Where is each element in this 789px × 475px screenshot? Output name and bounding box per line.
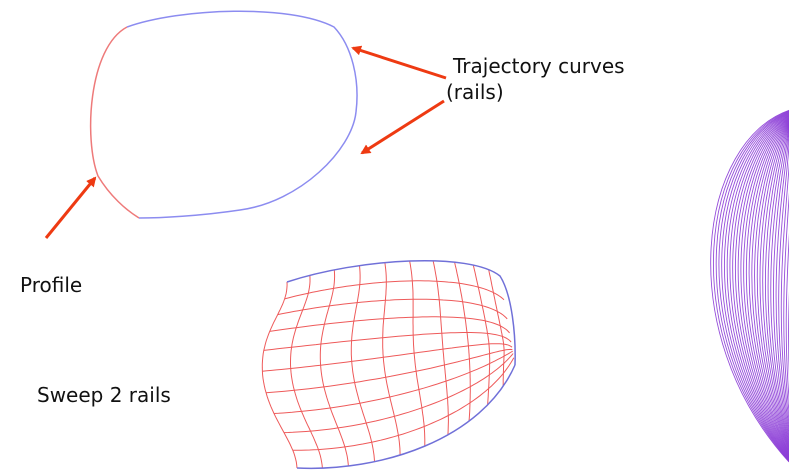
surface-section-line <box>409 260 426 447</box>
surface-section-line <box>488 269 505 387</box>
trajectory-rail-upper <box>126 10 358 113</box>
contour-line <box>770 125 789 440</box>
contour-line <box>713 110 789 463</box>
contour-line <box>759 121 789 448</box>
contour-line <box>780 161 789 423</box>
contour-line <box>724 113 789 460</box>
contour-line <box>767 124 789 442</box>
upper-rail-arrow <box>351 45 447 80</box>
surface-section-line <box>472 264 491 405</box>
contour-line <box>715 111 789 462</box>
contour-line <box>773 127 789 437</box>
surface-rail-lower <box>296 364 516 470</box>
lower-rail-arrow <box>360 99 445 155</box>
contour-line <box>743 117 789 455</box>
surface-grid-line <box>266 348 513 394</box>
contour-line <box>756 121 789 449</box>
input-curves <box>89 10 358 219</box>
swept-surface <box>261 259 516 470</box>
contour-line <box>718 111 789 462</box>
contour-line <box>721 112 789 461</box>
surface-rail-upper <box>286 259 516 366</box>
rails-label: (rails) <box>446 80 504 104</box>
trajectory-curves-label: Trajectory curves <box>453 54 625 78</box>
contour-surface <box>710 109 789 463</box>
surface-section-line <box>319 269 349 467</box>
surface-grid-line <box>269 316 510 334</box>
contour-line <box>762 122 789 446</box>
contour-line <box>775 131 789 434</box>
profile-curve <box>89 26 140 219</box>
contour-line <box>751 119 789 452</box>
surface-section-line <box>350 265 375 462</box>
surface-grid-line <box>277 298 508 320</box>
contour-line <box>745 118 789 454</box>
contour-line <box>783 192 789 415</box>
contour-line <box>735 115 789 458</box>
surface-section-line <box>382 262 401 456</box>
contour-line <box>729 114 789 459</box>
surface-section-line <box>290 275 323 469</box>
contour-line <box>764 123 789 444</box>
surface-grid-line <box>284 280 505 301</box>
surface-grid-line <box>292 357 515 451</box>
surface-section-line <box>432 260 449 435</box>
contour-line <box>732 114 789 458</box>
contour-line <box>737 116 789 457</box>
profile-arrow <box>44 176 97 239</box>
surface-grid-line <box>263 332 512 351</box>
surface-section-line <box>261 281 298 469</box>
contour-line <box>754 120 789 451</box>
contour-line <box>740 116 789 456</box>
contour-line <box>710 109 789 463</box>
profile-label: Profile <box>20 273 83 297</box>
contour-line <box>726 113 789 460</box>
trajectory-rail-lower <box>138 111 357 219</box>
surface-section-line <box>454 262 471 422</box>
contour-line <box>748 118 789 453</box>
sweep-label: Sweep 2 rails <box>37 383 171 407</box>
